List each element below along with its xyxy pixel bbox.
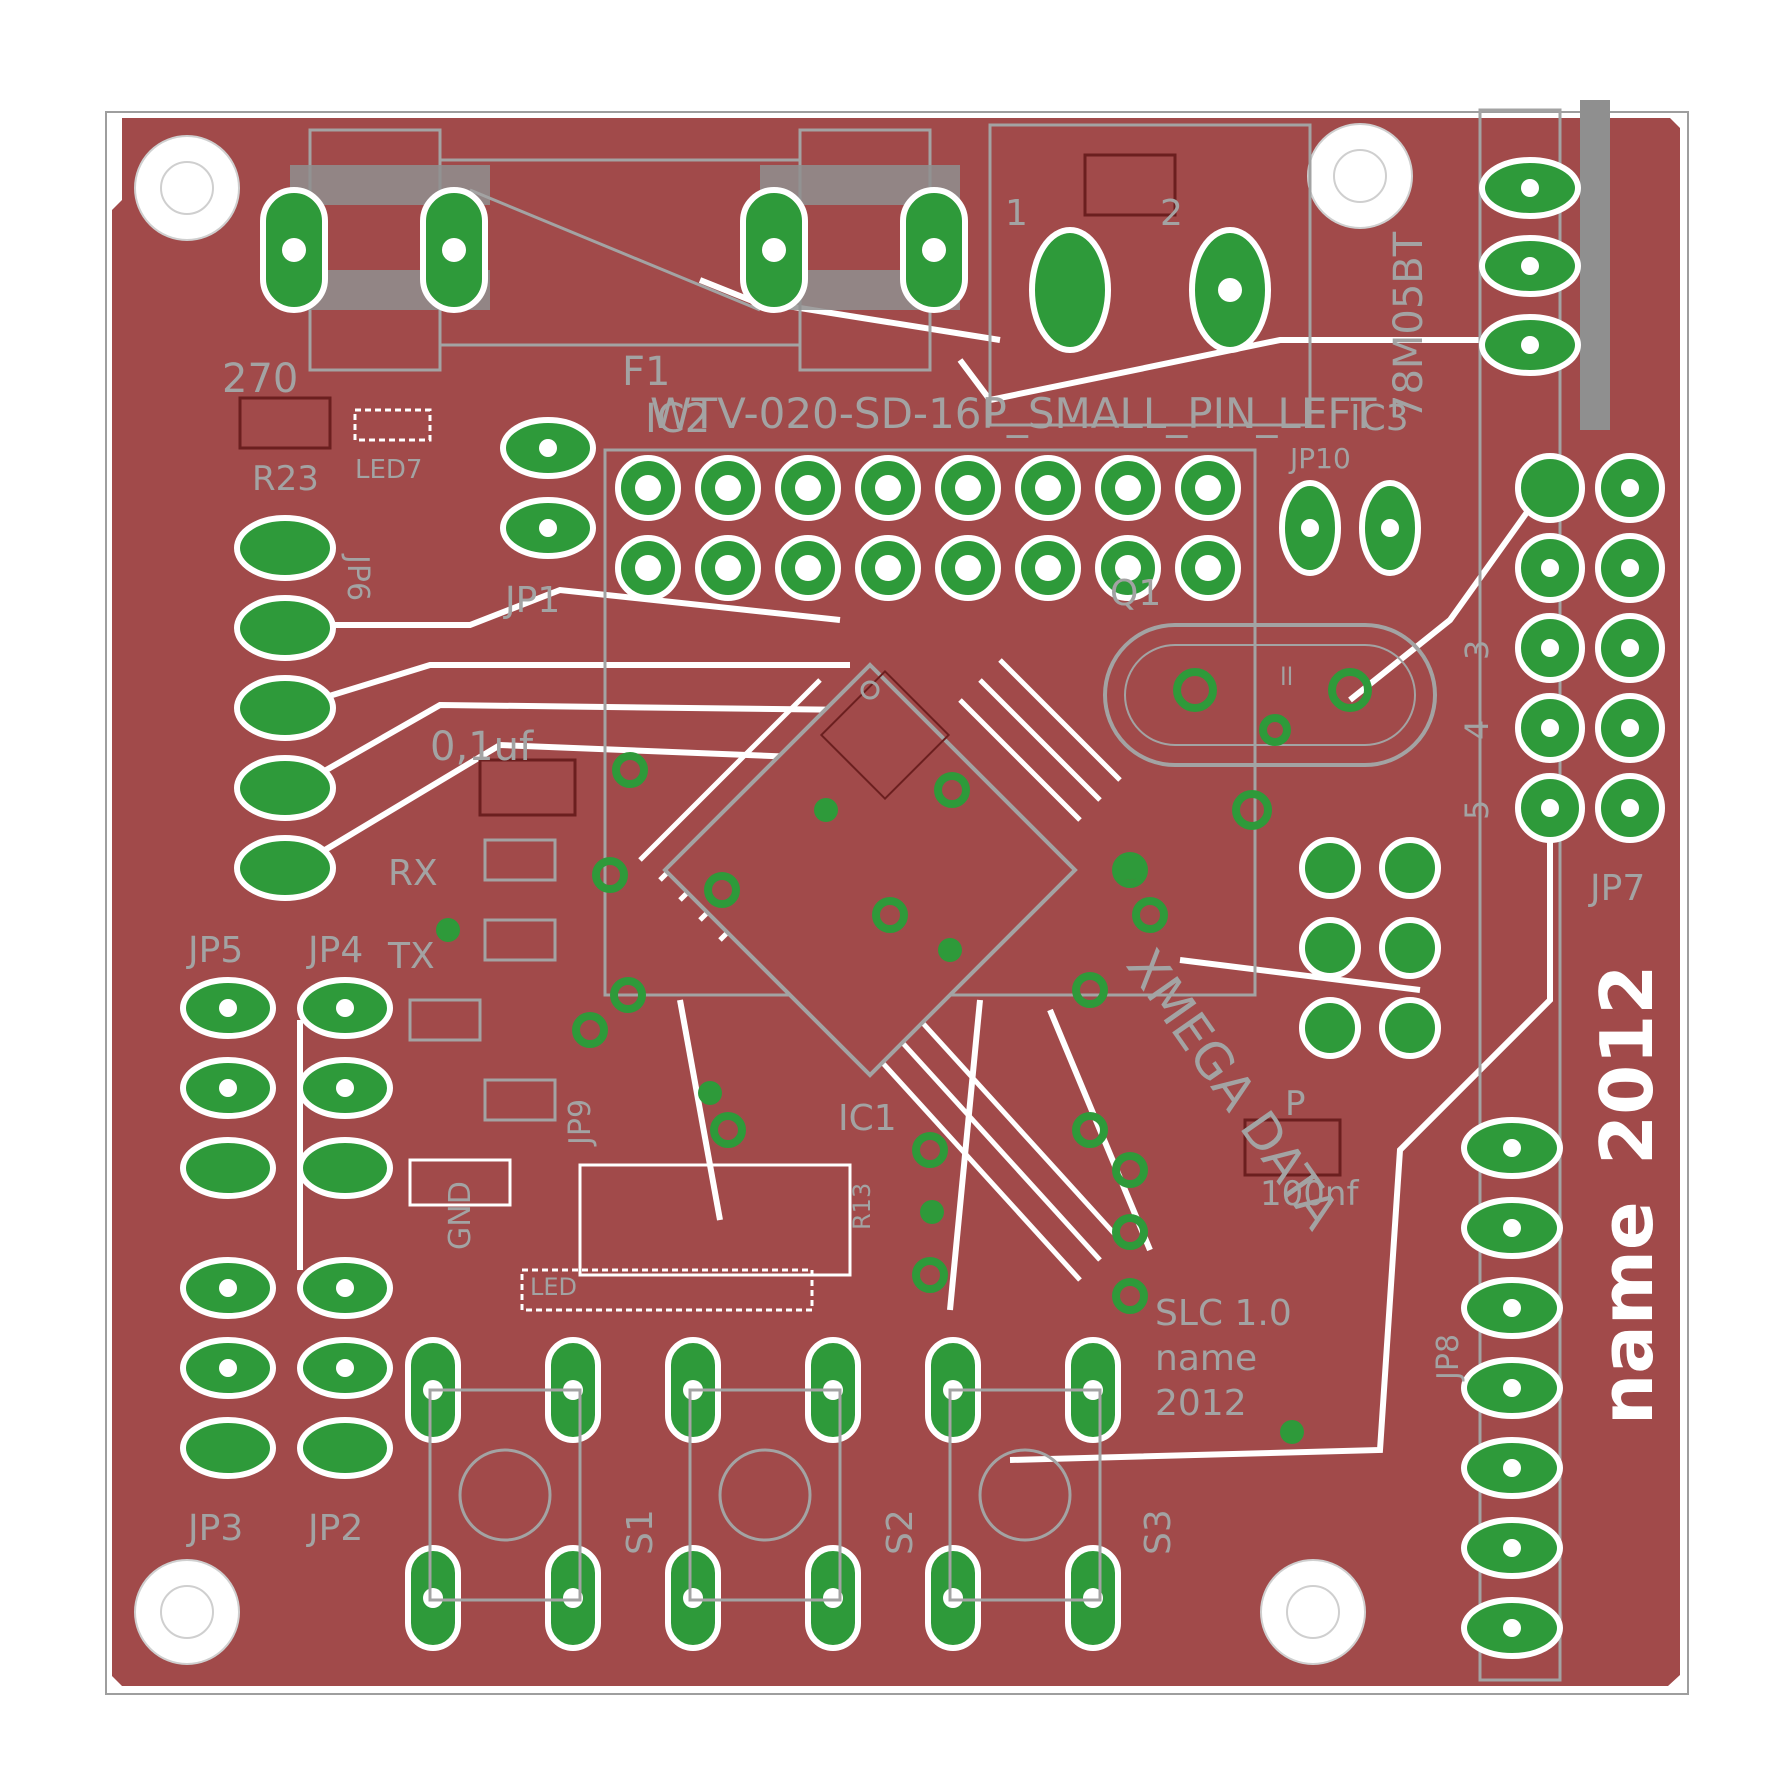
label-rx: RX	[388, 853, 438, 894]
label-regulator: 78M05BT	[1386, 231, 1432, 420]
label-version-name: name	[1155, 1338, 1257, 1379]
label-jp10: JP10	[1288, 442, 1351, 475]
label-r-value: 270	[222, 356, 298, 402]
label-module: WTV-020-SD-16P_SMALL_PIN_LEFT	[650, 389, 1377, 438]
label-s2: S2	[880, 1509, 921, 1555]
label-pin2: 2	[1160, 193, 1183, 234]
label-jp7: JP7	[1588, 868, 1645, 909]
label-version: SLC 1.0	[1155, 1293, 1292, 1334]
label-q1: Q1	[1110, 573, 1161, 614]
label-cap-value: 0,1uf	[430, 724, 534, 770]
label-jp9: JP9	[563, 1099, 598, 1147]
label-s3: S3	[1138, 1509, 1179, 1555]
switch-bodies	[428, 1388, 1102, 1602]
label-p: P	[1285, 1084, 1306, 1124]
label-dot-small: ll	[1280, 663, 1293, 691]
label-ic1: IC1	[838, 1098, 897, 1139]
label-tx: TX	[387, 936, 435, 977]
label-s1: S1	[620, 1509, 661, 1555]
label-cap100: 100nf	[1260, 1174, 1359, 1214]
label-fuse: F1	[622, 349, 670, 395]
label-led-small: LED	[530, 1273, 577, 1301]
label-jp2: JP2	[306, 1508, 363, 1549]
label-jp4: JP4	[306, 930, 363, 971]
label-r23: R23	[252, 459, 319, 499]
drill-holes	[219, 179, 1639, 1637]
label-jp8: JP8	[1431, 1334, 1466, 1382]
branding: 2012 name	[1585, 965, 1669, 1425]
label-pin5: 5	[1458, 800, 1496, 820]
ic1-chip	[662, 662, 1078, 1078]
vias	[572, 668, 1372, 1314]
label-r-small: R13	[848, 1183, 876, 1230]
module-header-pads	[615, 455, 1241, 601]
brand-year: 2012	[1585, 965, 1669, 1165]
label-gnd: GND	[443, 1181, 478, 1250]
label-pin4: 4	[1458, 720, 1496, 740]
label-led7: LED7	[355, 455, 422, 485]
pads	[180, 157, 1665, 1659]
label-pin3: 3	[1458, 640, 1496, 660]
label-pin1: 1	[1005, 193, 1028, 234]
label-regulator-ic: IC3	[1350, 398, 1409, 439]
label-jp1: JP1	[503, 580, 560, 621]
label-module-ic: IC2	[645, 396, 710, 442]
mounting-holes	[134, 123, 1413, 1665]
label-jp6: JP6	[340, 553, 375, 601]
label-jp5: JP5	[186, 930, 243, 971]
label-jp3: JP3	[186, 1508, 243, 1549]
smd-parts	[238, 396, 1342, 1312]
regulator-outline	[988, 100, 1610, 1682]
vias-filled	[436, 798, 1304, 1444]
label-version-year: 2012	[1155, 1383, 1247, 1424]
brand-name: name	[1585, 1201, 1669, 1425]
